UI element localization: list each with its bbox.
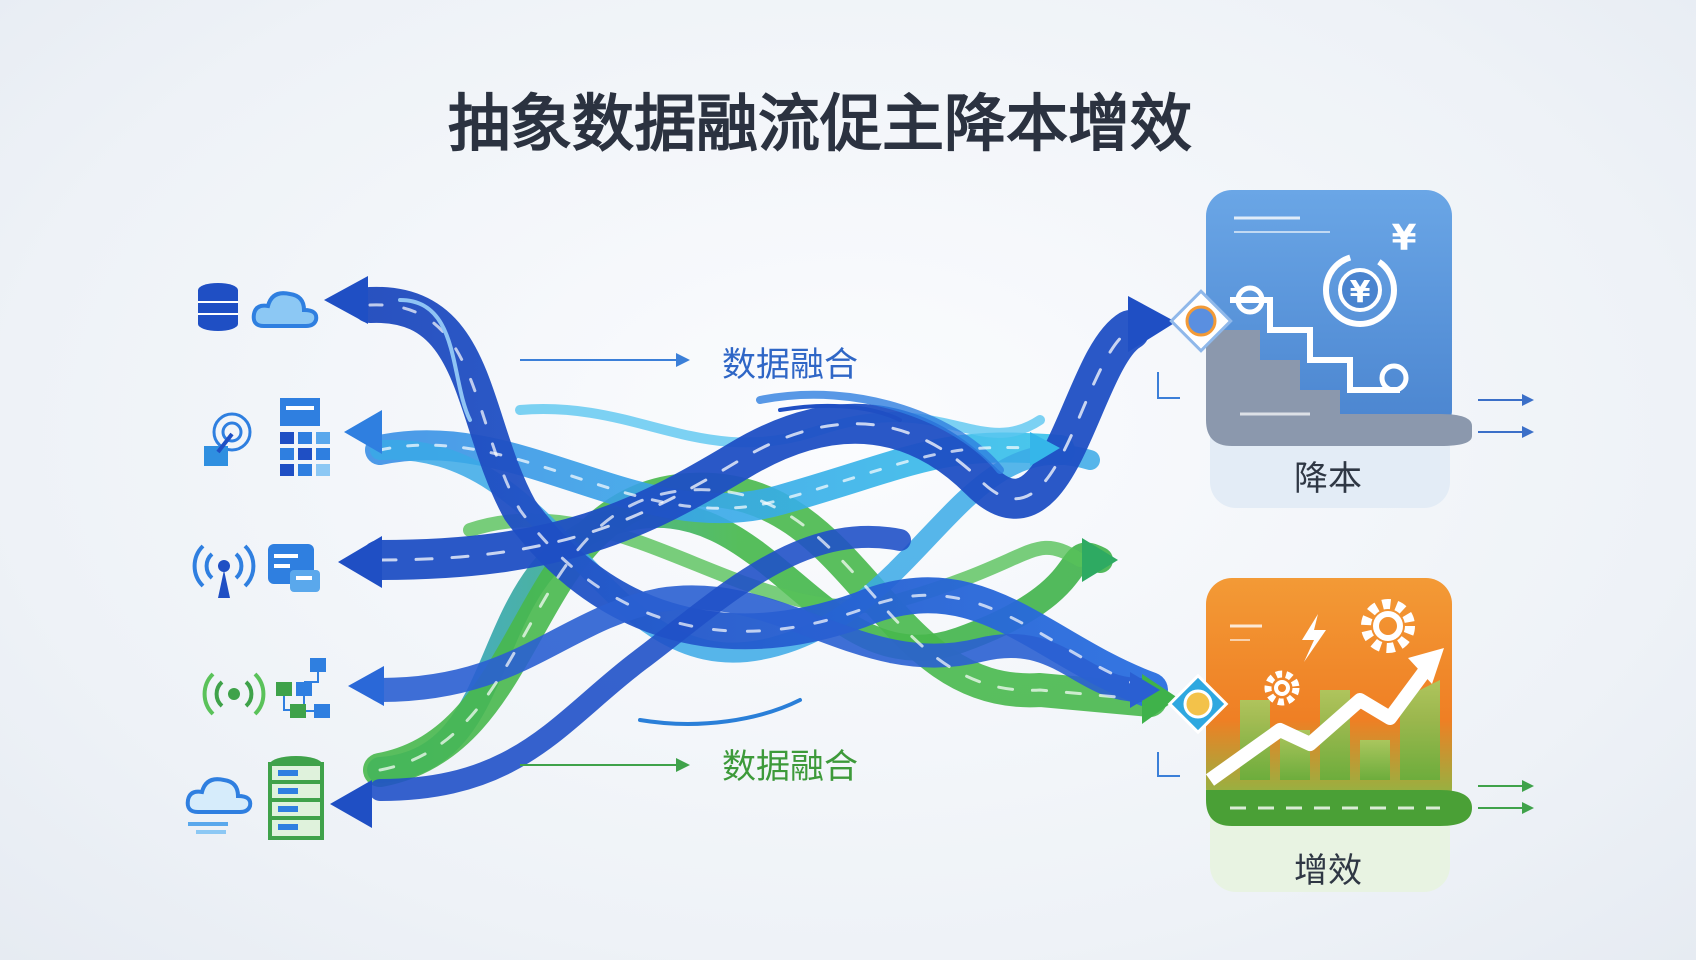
cloud-icon [251, 291, 319, 328]
flow-label-top: 数据融合 [722, 345, 858, 385]
arrowhead-cost [1128, 296, 1176, 352]
database-icon [198, 283, 238, 331]
efficiency-label: 增效 [1294, 851, 1362, 891]
network-nodes-icon [276, 658, 330, 718]
right-arrowheads [1030, 296, 1178, 724]
flow-label-bottom: 数据融合 [722, 747, 858, 787]
cost-label: 降本 [1294, 459, 1362, 499]
cost-reduction-card: ¥ ¥ 降本 [1169, 190, 1472, 508]
cloud-icon [185, 777, 253, 834]
left-arrowheads [324, 276, 384, 828]
arrowhead-1 [324, 276, 368, 324]
yuan-coin-icon: ¥ ¥ [1323, 218, 1417, 327]
arrowhead-4 [348, 666, 384, 706]
arrowhead-green-up [1082, 538, 1118, 582]
svg-text:¥: ¥ [1391, 218, 1416, 259]
source-icons [185, 283, 330, 840]
cost-reduction-staircase-icon [1230, 285, 1409, 393]
growth-chart-gears-icon [1205, 599, 1444, 786]
blue-stream-1 [352, 286, 1168, 708]
flow-ribbons [352, 286, 1168, 801]
grid-blocks-icon [280, 398, 330, 476]
arrowhead-5 [330, 780, 372, 828]
arrowhead-2 [344, 410, 382, 454]
arrowhead-blue-low [1130, 672, 1160, 708]
blue-stream-5 [756, 390, 1004, 474]
touch-sensor-icon [204, 412, 252, 466]
server-stack-icon [268, 756, 324, 840]
wireless-signal-icon [202, 672, 266, 716]
blue-stream-4 [369, 525, 911, 801]
arrowhead-3 [338, 536, 382, 588]
svg-text:¥: ¥ [1350, 275, 1371, 310]
chat-window-icon [268, 544, 320, 592]
arrowhead-cyan [1030, 432, 1060, 466]
blue-stream-3 [368, 585, 1152, 702]
efficiency-card: 增效 [1167, 578, 1472, 892]
page-title: 抽象数据融流促主降本增效 [448, 87, 1192, 160]
thin-connectors [520, 353, 1534, 814]
broadcast-antenna-icon [192, 544, 256, 598]
